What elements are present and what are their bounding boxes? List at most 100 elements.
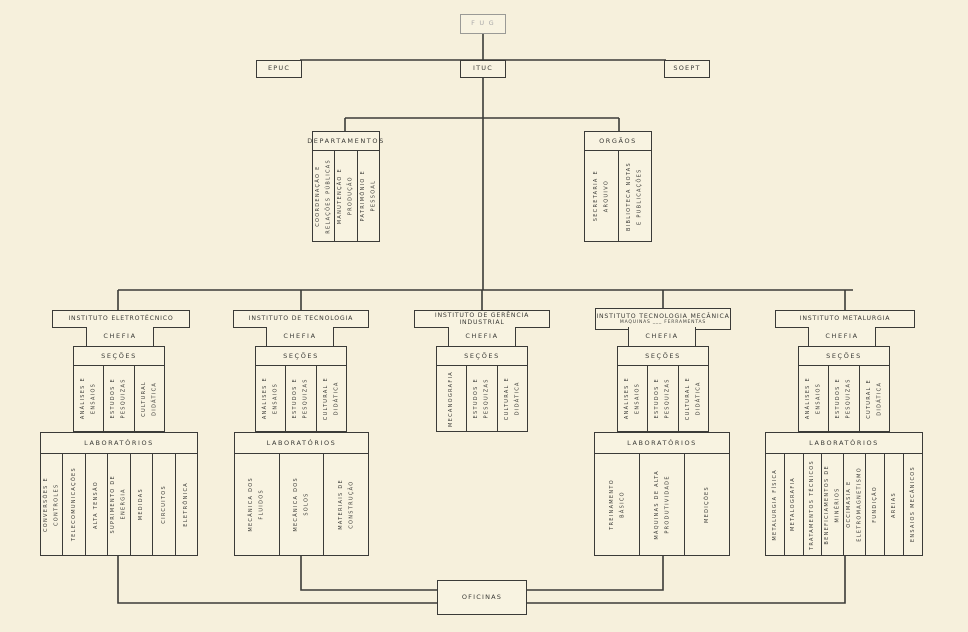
chefia-label: CHEFIA	[825, 331, 859, 340]
laboratorios-box-column: ELETRÔNICA	[176, 454, 197, 555]
node-soept-label: SOEPT	[673, 64, 701, 73]
institute-title: INSTITUTO DE TECNOLOGIA	[248, 315, 354, 323]
secoes-box-columns: MECANOGRAFIA ESTUDOS E PESQUIZAS CULTURAL …	[437, 366, 527, 431]
laboratorios-box-item-label: MEDIDAS	[138, 488, 145, 521]
laboratorios-box-column: ENSAIOS MECÂNICOS	[904, 454, 922, 555]
top-node-label: F U G	[471, 19, 495, 28]
laboratorios-box-column: MÁQUINAS DE ALTA PRODUTIVIDADE	[640, 454, 685, 555]
secoes-box-column: ANÁLISES E ENSAIOS	[74, 366, 105, 431]
secoes-box-item-label: CULTURAL E DIDÁTICA	[503, 376, 521, 421]
node-epuc-label: EPUC	[267, 64, 291, 73]
secoes-box-column: ANÁLISES E ENSAIOS	[618, 366, 649, 431]
laboratorios-box-item-label: MATERIAIS DE CONSTRUÇÃO	[337, 479, 355, 530]
laboratorios-box-column: FUNDIÇÃO	[866, 454, 886, 555]
institute-title-box: INSTITUTO ELETROTÉCNICO	[52, 310, 190, 328]
laboratorios-box-header: LABORATÓRIOS	[235, 433, 368, 454]
departamentos-box-column: PATRIMÔNIO E PESSOAL	[358, 151, 379, 241]
institute-title: INSTITUTO METALURGIA	[799, 315, 891, 323]
secoes-box-columns: ANÁLISES E ENSAIOS ESTUDOS E PESQUIZAS CUL…	[74, 366, 164, 431]
laboratorios-box-item-label: OCCIMASIA E ELETROMAGNETISMO	[846, 467, 863, 542]
secoes-box-column: CULTURAL E DIDÁTICA	[317, 366, 346, 431]
node-oficinas: OFICINAS	[437, 580, 527, 615]
orgaos-box-columns: SECRETARIA E ARQUIVO BIBLIOTECA NOTAS E P…	[585, 151, 651, 241]
secoes-box-header: SEÇÕES	[799, 347, 889, 366]
secoes-box-header: SEÇÕES	[437, 347, 527, 366]
secoes-box-item-label: ESTUDOS E PESQUIZAS	[110, 378, 127, 419]
top-node-fug: F U G	[460, 14, 506, 34]
laboratorios-box-item-label: MECÂNICA DOS SOLOS	[293, 477, 310, 532]
laboratorios-box-item-label: BENEFICIAMENTOS DE MINÉRIOS	[824, 464, 841, 545]
orgaos-box-item-label: BIBLIOTECA NOTAS E PUBLICAÇÕES	[626, 161, 643, 231]
secoes-box-column: ESTUDOS E PESQUIZAS	[829, 366, 860, 431]
laboratorios-box-header: LABORATÓRIOS	[766, 433, 922, 454]
laboratorios-box-item-label: METALURGIA FÍSICA	[771, 468, 778, 541]
secoes-box-header: SEÇÕES	[74, 347, 164, 366]
laboratorios-box-column: ALTA TENSÃO	[86, 454, 109, 555]
oficinas-label: OFICINAS	[461, 592, 503, 601]
laboratorios-box-item-label: ENSAIOS MECÂNICOS	[909, 466, 916, 543]
laboratorios-box-item-label: CIRCUITOS	[160, 485, 167, 524]
laboratorios-box-header: LABORATÓRIOS	[595, 433, 729, 454]
laboratorios-box-item-label: MEDIÇÕES	[703, 486, 710, 523]
secoes-box: SEÇÕES ANÁLISES E ENSAIOS ESTUDOS E PESQUI…	[73, 346, 165, 432]
laboratorios-box-column: TRATAMENTOS TÉCNICOS	[804, 454, 823, 555]
secoes-box-column: ESTUDOS E PESQUIZAS	[286, 366, 317, 431]
departamentos-box-item-label: PATRIMÔNIO E PESSOAL	[359, 170, 377, 222]
secoes-box-item-label: ESTUDOS E PESQUIZAS	[473, 378, 490, 419]
orgaos-box-item-label: SECRETARIA E ARQUIVO	[592, 170, 610, 222]
secoes-box-item-label: ANÁLISES E ENSAIOS	[80, 377, 97, 420]
laboratorios-box-item-label: ALTA TENSÃO	[93, 480, 100, 529]
institute-subtitle: MAQUINAS ___ FERRAMENTAS	[619, 319, 707, 325]
laboratorios-box-column: OCCIMASIA E ELETROMAGNETISMO	[844, 454, 867, 555]
institute-title-box: INSTITUTO DE TECNOLOGIA	[233, 310, 369, 328]
departamentos-box-header: DEPARTAMENTOS	[307, 132, 383, 151]
secoes-box-column: CULTURAL DIDÁTICA	[135, 366, 164, 431]
secoes-box-header: SEÇÕES	[618, 347, 708, 366]
laboratorios-box-item-label: SUPRIMENTO DE ENERGIA	[110, 475, 127, 534]
secoes-box-header: SEÇÕES	[256, 347, 346, 366]
chefia-box: CHEFIA	[628, 327, 696, 347]
institute-title-box: INSTITUTO METALURGIA	[775, 310, 915, 328]
laboratorios-box-header: LABORATÓRIOS	[41, 433, 197, 454]
departamentos-box-column: COORDENAÇÃO E RELAÇÕES PÚBLICAS	[313, 151, 336, 241]
node-ituc-label: ITUC	[473, 64, 493, 73]
laboratorios-box-item-label: AREIAS	[890, 491, 897, 518]
orgaos-box-column: BIBLIOTECA NOTAS E PUBLICAÇÕES	[619, 151, 652, 241]
institute-title: INSTITUTO ELETROTÉCNICO	[68, 315, 174, 323]
secoes-box-column: MECANOGRAFIA	[437, 366, 468, 431]
laboratorios-box-column: BENEFICIAMENTOS DE MINÉRIOS	[822, 454, 845, 555]
departamentos-box-item-label: MANUTENÇÃO E PRODUÇÃO	[337, 167, 354, 225]
secoes-box-column: CUTURAL E DIDÁTICA	[860, 366, 889, 431]
laboratorios-box-column: MEDIDAS	[131, 454, 154, 555]
secoes-box-item-label: CULTURAL DIDÁTICA	[140, 380, 158, 417]
secoes-box-column: ESTUDOS E PESQUIZAS	[104, 366, 135, 431]
laboratorios-box-column: MATERIAIS DE CONSTRUÇÃO	[324, 454, 368, 555]
secoes-box-item-label: CULTURAL E DIDÁTICA	[322, 376, 340, 421]
secoes-box-item-label: ESTUDOS E PESQUIZAS	[654, 378, 671, 419]
departamentos-box-column: MANUTENÇÃO E PRODUÇÃO	[335, 151, 358, 241]
chefia-label: CHEFIA	[645, 331, 679, 340]
secoes-box-column: ESTUDOS E PESQUIZAS	[648, 366, 679, 431]
secoes-box-column: CULTURAL E DIDÁTICA	[679, 366, 708, 431]
orgaos-box-header: ORGÃOS	[585, 132, 651, 151]
institute-title: INSTITUTO TECNOLOGIA MECÂNICA	[596, 312, 730, 320]
laboratorios-box-item-label: ELETRÔNICA	[182, 482, 189, 527]
departamentos-box-item-label: COORDENAÇÃO E RELAÇÕES PÚBLICAS	[315, 158, 332, 234]
node-ituc: ITUC	[460, 60, 506, 78]
laboratorios-box-column: SUPRIMENTO DE ENERGIA	[108, 454, 131, 555]
chefia-label: CHEFIA	[465, 331, 499, 340]
node-soept: SOEPT	[664, 60, 710, 78]
secoes-box-item-label: ESTUDOS E PESQUIZAS	[835, 378, 852, 419]
secoes-box-item-label: ESTUDOS E PESQUIZAS	[292, 378, 309, 419]
